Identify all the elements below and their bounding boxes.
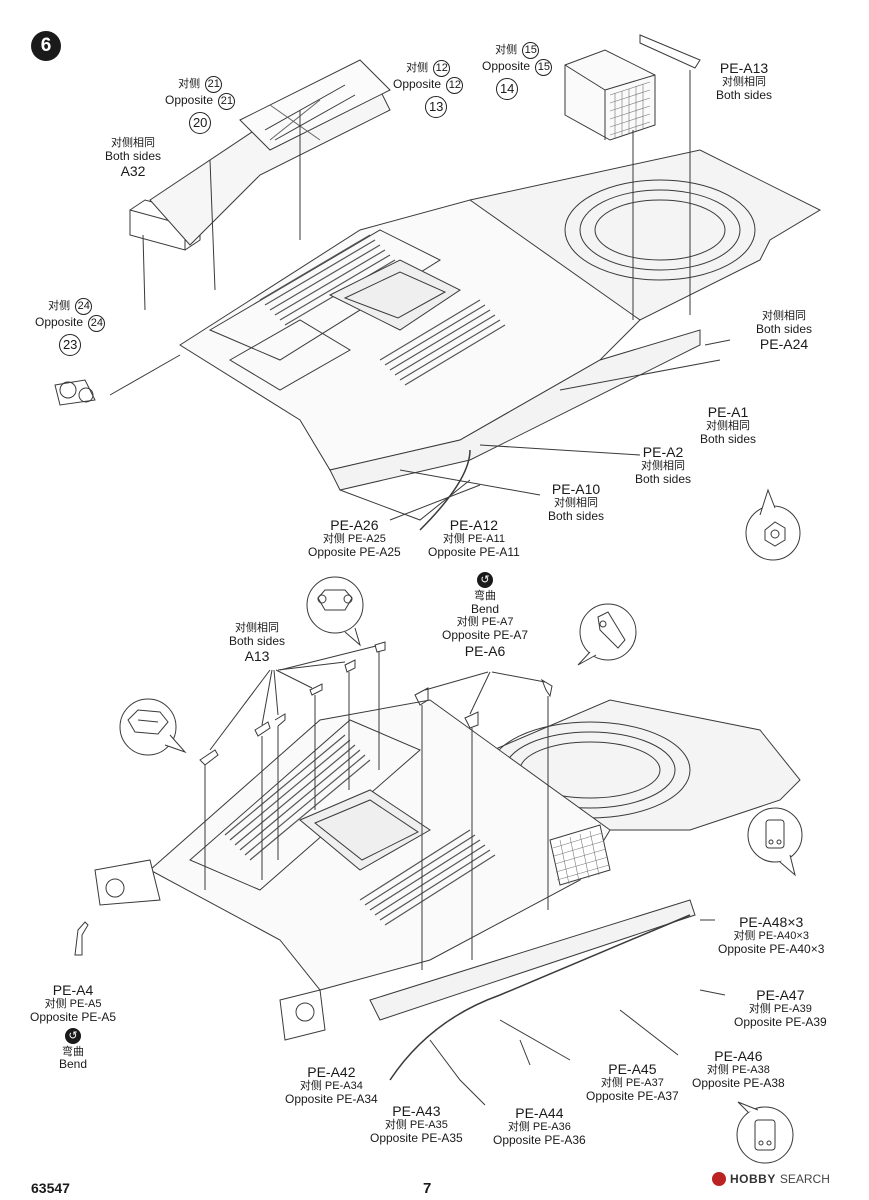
label-pe-a45: PE-A45 对侧 PE-A37 Opposite PE-A37 <box>586 1061 679 1103</box>
label-pe-a4: PE-A4 对侧 PE-A5 Opposite PE-A5 ↺ 弯曲 Bend <box>30 982 117 1072</box>
label-opposite-21: 对侧 21 Opposite 21 20 <box>165 76 236 134</box>
watermark: HOBBY SEARCH <box>712 1172 830 1186</box>
detail-bubble-upper <box>745 488 801 561</box>
label-pe-a6: ↺ 弯曲 Bend 对侧 PE-A7 Opposite PE-A7 PE-A6 <box>442 572 529 659</box>
label-opposite-12: 对侧 12 Opposite 12 13 <box>393 60 464 118</box>
detail-bubble-a13 <box>119 698 187 756</box>
label-opposite-24: 对侧 24 Opposite 24 23 <box>35 298 106 356</box>
label-pe-a26: PE-A26 对侧 PE-A25 Opposite PE-A25 <box>308 517 401 559</box>
label-a13-lower: 对侧相同 Both sides A13 <box>229 622 286 665</box>
step-number-badge: 6 <box>31 31 61 61</box>
upper-hull-assembly <box>54 34 822 531</box>
page-number: 7 <box>423 1180 432 1197</box>
detail-bubble-bracket <box>306 576 364 647</box>
lower-hull-assembly <box>74 641 801 1106</box>
label-pe-a46: PE-A46 对侧 PE-A38 Opposite PE-A38 <box>692 1048 785 1090</box>
label-pe-a1: PE-A1 对侧相同 Both sides <box>700 404 757 446</box>
label-pe-a10: PE-A10 对侧相同 Both sides <box>548 481 605 523</box>
detail-bubble-pe-a6 <box>577 603 637 666</box>
label-pe-a44: PE-A44 对侧 PE-A36 Opposite PE-A36 <box>493 1105 586 1147</box>
label-pe-a24: 对侧相同 Both sides PE-A24 <box>756 310 813 353</box>
bend-icon: ↺ <box>65 1027 82 1044</box>
detail-bubble-plate-2 <box>736 1101 794 1164</box>
label-pe-a48: PE-A48×3 对侧 PE-A40×3 Opposite PE-A40×3 <box>718 914 825 956</box>
watermark-logo-icon <box>712 1172 726 1186</box>
label-pe-a43: PE-A43 对侧 PE-A35 Opposite PE-A35 <box>370 1103 463 1145</box>
kit-number: 63547 <box>31 1180 70 1196</box>
label-pe-a2: PE-A2 对侧相同 Both sides <box>635 444 692 486</box>
label-pe-a42: PE-A42 对侧 PE-A34 Opposite PE-A34 <box>285 1064 378 1106</box>
label-pe-a12: PE-A12 对侧 PE-A11 Opposite PE-A11 <box>428 517 520 559</box>
label-a32: 对侧相同 Both sides A32 <box>105 137 162 180</box>
detail-bubble-plate-1 <box>747 807 803 877</box>
label-opposite-15: 对侧 15 Opposite 15 14 <box>482 42 553 100</box>
label-pe-a47: PE-A47 对侧 PE-A39 Opposite PE-A39 <box>734 987 827 1029</box>
label-pe-a13-upper: PE-A13 对侧相同 Both sides <box>716 60 773 102</box>
bend-icon: ↺ <box>477 572 494 588</box>
